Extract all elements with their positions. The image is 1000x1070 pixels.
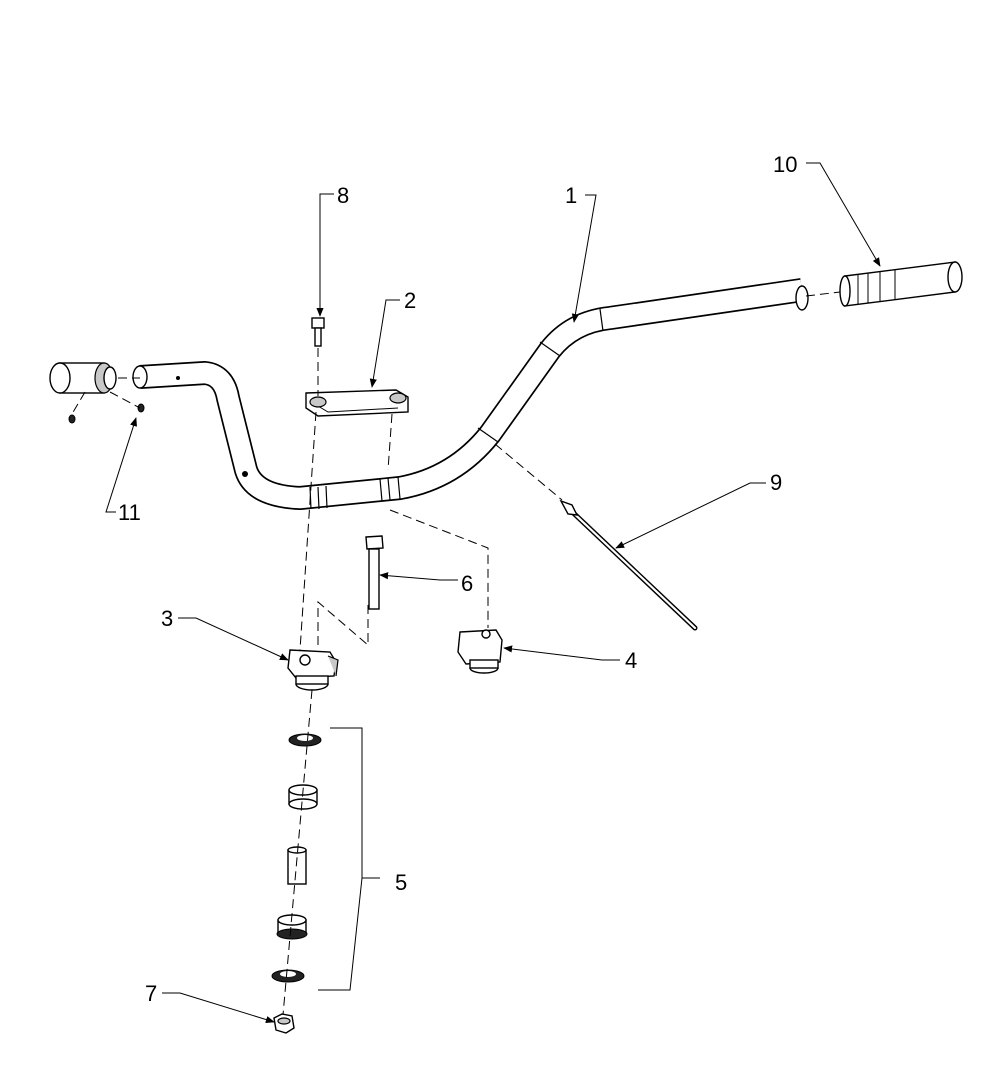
riser-bolt-part <box>365 535 384 610</box>
bushing-stack-part <box>271 733 322 983</box>
clamp-bolt-part <box>311 317 325 347</box>
callout-4: 4 <box>625 648 637 673</box>
nut-part <box>273 1013 295 1034</box>
right-riser-part <box>457 629 503 674</box>
upper-clamp-part <box>305 389 409 417</box>
callout-11: 11 <box>118 500 141 525</box>
handlebar-part <box>132 278 809 510</box>
callout-7: 7 <box>145 981 157 1006</box>
bushing-stack-bracket <box>318 727 380 991</box>
right-grip-part <box>839 261 963 307</box>
callout-2: 2 <box>404 288 416 313</box>
callout-9: 9 <box>770 470 782 495</box>
callout-6: 6 <box>461 571 473 596</box>
callout-8: 8 <box>337 183 349 208</box>
callout-1: 1 <box>565 183 577 208</box>
left-riser-part <box>287 649 339 691</box>
left-grip-part <box>49 362 145 424</box>
callout-5: 5 <box>395 870 407 895</box>
throttle-rod-part <box>559 499 698 631</box>
callout-3: 3 <box>161 606 173 631</box>
callout-10: 10 <box>773 152 797 177</box>
